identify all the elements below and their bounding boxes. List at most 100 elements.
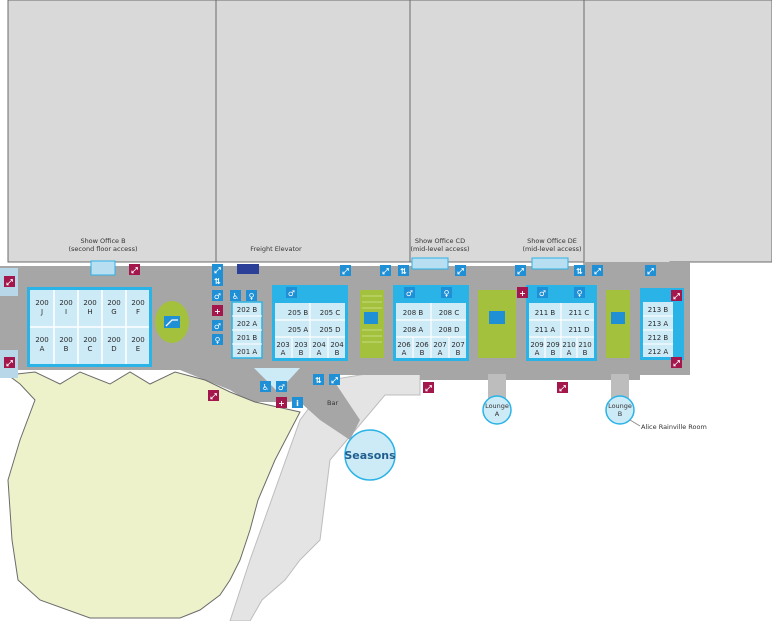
svg-text:♂: ♂ xyxy=(288,289,295,298)
room-label: 200 xyxy=(131,336,144,344)
svg-text:♀: ♀ xyxy=(215,336,221,345)
room-label: 213 A xyxy=(648,320,669,328)
room-label: 208 B xyxy=(403,309,424,317)
exit-icon: ⤢ xyxy=(671,357,682,368)
label-seasons: Seasons xyxy=(344,449,396,462)
room-label: 211 B xyxy=(535,309,556,317)
room-label: B xyxy=(456,349,461,357)
svg-text:♂: ♂ xyxy=(539,289,546,298)
stairs-icon: ⤢ xyxy=(455,265,466,276)
room-label: 207 xyxy=(433,341,446,349)
first-aid-icon: + xyxy=(276,397,287,408)
room-label: E xyxy=(136,345,140,353)
svg-text:♿: ♿ xyxy=(262,383,269,392)
lounge-a[interactable] xyxy=(482,395,512,425)
room-label: G xyxy=(111,308,116,316)
restroom-icon: ♂ xyxy=(212,320,223,331)
label-lounge-a: Lounge xyxy=(485,402,509,410)
hall-block-1[interactable] xyxy=(7,0,217,263)
room-label: B xyxy=(420,349,425,357)
room-label: 206 xyxy=(397,341,411,349)
label-bar: Bar xyxy=(327,399,338,407)
svg-text:⤢: ⤢ xyxy=(516,267,524,276)
lounge-b[interactable] xyxy=(605,395,635,425)
room-label: B xyxy=(335,349,340,357)
seasons-room[interactable] xyxy=(344,429,396,481)
label-show-office-cd: Show Office CD xyxy=(415,237,465,245)
room-label: D xyxy=(111,345,116,353)
svg-text:⤢: ⤢ xyxy=(5,359,13,368)
elevator-icon: ⇅ xyxy=(212,275,223,286)
show-office-b[interactable] xyxy=(90,260,116,276)
room-label: 211 A xyxy=(535,326,556,334)
exit-icon: ⤢ xyxy=(671,290,682,301)
room-label: 211 C xyxy=(569,309,590,317)
hall-block-2[interactable] xyxy=(215,0,411,263)
label-show-office-b-sub: (second floor access) xyxy=(68,245,137,253)
elevator-icon: ⇅ xyxy=(398,265,409,276)
svg-text:⇅: ⇅ xyxy=(576,267,583,276)
exit-icon: ⤢ xyxy=(423,382,434,393)
svg-text:⤢: ⤢ xyxy=(213,266,221,275)
stairs-icon: ⤢ xyxy=(329,374,340,385)
room-label: I xyxy=(65,308,67,316)
room-label: A xyxy=(317,349,322,357)
hall-block-3[interactable] xyxy=(409,0,585,263)
escalator-icon xyxy=(164,316,180,328)
svg-text:⤢: ⤢ xyxy=(456,267,464,276)
restroom-icon: ♂ xyxy=(537,287,548,298)
room-label: 213 B xyxy=(648,306,669,314)
svg-text:⤢: ⤢ xyxy=(424,384,432,393)
room-label: J xyxy=(40,308,43,316)
room-label: 212 B xyxy=(648,334,669,342)
label-show-office-b: Show Office B xyxy=(80,237,125,245)
amenity-icons: ⤢⤢⤢⤢⤢⤢⤢⤢⤢⤢⤢⤢⤢⤢⤢⤢⇅⇅⇅⇅♂♿♀♂♂♀♂♀♂♿♂♀+++i xyxy=(4,264,682,408)
room-label: 208 C xyxy=(439,309,460,317)
hall-block-4[interactable] xyxy=(583,0,772,267)
svg-text:♂: ♂ xyxy=(214,322,221,331)
escalator-icon xyxy=(611,312,625,324)
svg-text:⇅: ⇅ xyxy=(315,376,322,385)
room-label: A xyxy=(438,349,443,357)
room-label: 200 xyxy=(35,299,48,307)
restroom-icon: ♂ xyxy=(286,287,297,298)
svg-text:♿: ♿ xyxy=(232,292,239,301)
room-label: F xyxy=(136,308,140,316)
room-label: 200 xyxy=(107,336,120,344)
show-office-de[interactable] xyxy=(531,257,569,270)
room-label: 206 xyxy=(415,341,429,349)
restroom-icon: ♀ xyxy=(212,334,223,345)
room-label: 200 xyxy=(83,336,96,344)
map-labels: Show Office B (second floor access) Frei… xyxy=(68,237,706,462)
room-label: H xyxy=(87,308,92,316)
svg-text:⤢: ⤢ xyxy=(672,359,680,368)
room-label: 205 C xyxy=(320,309,341,317)
stairs-icon: ⤢ xyxy=(380,265,391,276)
room-label: 204 xyxy=(330,341,344,349)
svg-text:+: + xyxy=(278,399,285,408)
room-label: C xyxy=(88,345,93,353)
room-label: 209 xyxy=(546,341,559,349)
svg-text:♀: ♀ xyxy=(577,289,583,298)
room-label: 200 xyxy=(131,299,144,307)
ballroom[interactable] xyxy=(6,371,301,619)
restroom-icon: ♀ xyxy=(441,287,452,298)
exit-icon: ⤢ xyxy=(4,357,15,368)
corridor-to-seasons xyxy=(270,375,360,440)
stairs-icon: ⤢ xyxy=(515,265,526,276)
label-alice-rainville: Alice Rainville Room xyxy=(641,423,707,431)
show-office-cd[interactable] xyxy=(411,257,449,270)
label-show-office-cd-sub: (mid-level access) xyxy=(410,245,469,253)
exterior-terrace xyxy=(229,364,421,621)
room-label: A xyxy=(281,349,286,357)
svg-text:⤢: ⤢ xyxy=(330,376,338,385)
label-lounge-b-sub: B xyxy=(618,410,622,418)
freight-elevator[interactable] xyxy=(237,264,259,274)
first-aid-icon: + xyxy=(517,287,528,298)
